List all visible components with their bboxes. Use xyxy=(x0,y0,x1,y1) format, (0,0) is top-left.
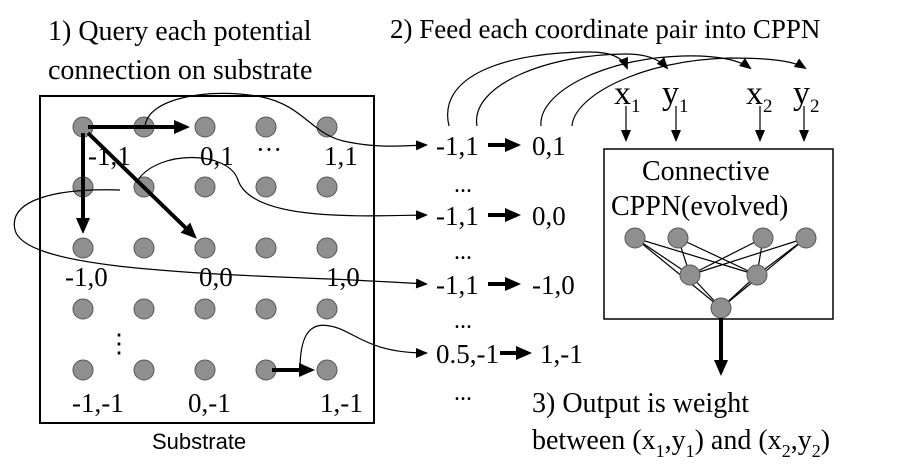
input-y1: y1 xyxy=(662,75,689,117)
substrate-node xyxy=(316,359,338,381)
query-ellipsis: ... xyxy=(454,172,472,198)
cppn-node xyxy=(752,227,774,249)
query-to: 1,-1 xyxy=(540,339,583,369)
input-y2-var: y xyxy=(793,75,810,112)
cppn-edge xyxy=(634,237,722,309)
cppn-edge xyxy=(689,237,807,276)
coord-label: 1,0 xyxy=(326,262,360,292)
input-x1-var: x xyxy=(614,75,631,112)
query-ellipsis: ... xyxy=(454,380,472,406)
input-x2: x2 xyxy=(746,75,773,117)
cppn-title-line2: CPPN(evolved) xyxy=(611,191,788,222)
input-y2: y2 xyxy=(793,75,820,117)
cppn-edge xyxy=(689,237,764,276)
query-to: 0,1 xyxy=(532,131,566,161)
substrate-node xyxy=(316,298,338,320)
input-curve xyxy=(571,57,807,127)
coord-label: 0,-1 xyxy=(188,388,231,418)
cppn-node xyxy=(710,297,732,319)
cppn-node xyxy=(795,227,817,249)
query-from: 0.5,-1 xyxy=(436,339,499,369)
step2-title: 2) Feed each coordinate pair into CPPN xyxy=(390,14,820,44)
step3-text-part: between (x xyxy=(532,425,656,456)
substrate-node xyxy=(133,237,155,259)
substrate-node xyxy=(194,298,216,320)
coord-label: 0,0 xyxy=(199,262,233,292)
step3-sub: 1 xyxy=(656,441,665,461)
route-curve xyxy=(13,189,428,289)
input-curve xyxy=(476,53,669,127)
coord-label: 0,1 xyxy=(200,141,234,171)
step3-sub: 2 xyxy=(812,441,821,461)
query-ellipsis: ... xyxy=(454,308,472,334)
coord-label: -1,0 xyxy=(65,262,108,292)
step3-sub: 1 xyxy=(686,441,695,461)
step3-title-line1: 3) Output is weight xyxy=(532,388,749,419)
input-y1-var: y xyxy=(662,75,679,112)
cppn-title-line1: Connective xyxy=(642,156,770,187)
step1-title-line2: connection on substrate xyxy=(48,55,312,86)
query-from: -1,1 xyxy=(436,201,479,231)
substrate-node xyxy=(72,359,94,381)
route-curve xyxy=(137,156,428,221)
cppn-edge xyxy=(634,237,691,276)
step3-sub: 2 xyxy=(782,441,791,461)
input-x1-sub: 1 xyxy=(631,96,641,117)
substrate-node xyxy=(316,176,338,198)
substrate-node xyxy=(194,237,216,259)
substrate-node xyxy=(255,298,277,320)
substrate-node xyxy=(133,359,155,381)
substrate-node xyxy=(194,176,216,198)
step1-title-line1: 1) Query each potential xyxy=(48,16,312,47)
substrate-label: Substrate xyxy=(152,429,246,454)
cppn-edge xyxy=(677,237,758,276)
input-x1: x1 xyxy=(614,75,641,117)
query-to: 0,0 xyxy=(532,201,566,231)
input-x2-var: x xyxy=(746,75,763,112)
substrate-node xyxy=(194,359,216,381)
input-curve xyxy=(447,51,628,127)
step3-title-line2: between (x1,y1) and (x2,y2) xyxy=(532,425,830,461)
input-y2-sub: 2 xyxy=(810,96,820,117)
query-ellipsis: ... xyxy=(454,239,472,265)
substrate-node xyxy=(255,176,277,198)
coord-label: -1,-1 xyxy=(72,388,124,418)
substrate-node xyxy=(72,237,94,259)
cppn-node xyxy=(746,264,768,286)
substrate-node xyxy=(133,298,155,320)
substrate-arrow-diagonal xyxy=(86,131,197,239)
coord-label: 1,1 xyxy=(324,141,358,171)
query-from: -1,1 xyxy=(436,270,479,300)
substrate-node xyxy=(316,237,338,259)
substrate-node xyxy=(255,116,277,138)
coord-label: -1,1 xyxy=(88,141,131,171)
step3-text-part: ,y xyxy=(791,425,812,456)
query-to: -1,0 xyxy=(532,270,575,300)
coord-label: ⋮ xyxy=(106,329,132,358)
cppn-node xyxy=(667,227,689,249)
input-y1-sub: 1 xyxy=(679,96,689,117)
input-x2-sub: 2 xyxy=(763,96,773,117)
substrate-node xyxy=(72,298,94,320)
input-curve xyxy=(540,55,752,127)
query-from: -1,1 xyxy=(436,131,479,161)
step3-text-part: ,y xyxy=(665,425,686,456)
step3-text-part: ) and (x xyxy=(695,425,782,456)
coord-label: 1,-1 xyxy=(320,388,363,418)
cppn-node xyxy=(624,227,646,249)
route-curve xyxy=(299,324,428,371)
cppn-node xyxy=(679,264,701,286)
step3-text-part: ) xyxy=(821,425,830,456)
route-curve xyxy=(144,92,428,151)
coord-label: ··· xyxy=(256,135,282,164)
cppn-edge xyxy=(634,237,758,276)
substrate-node xyxy=(255,237,277,259)
substrate-node xyxy=(194,116,216,138)
